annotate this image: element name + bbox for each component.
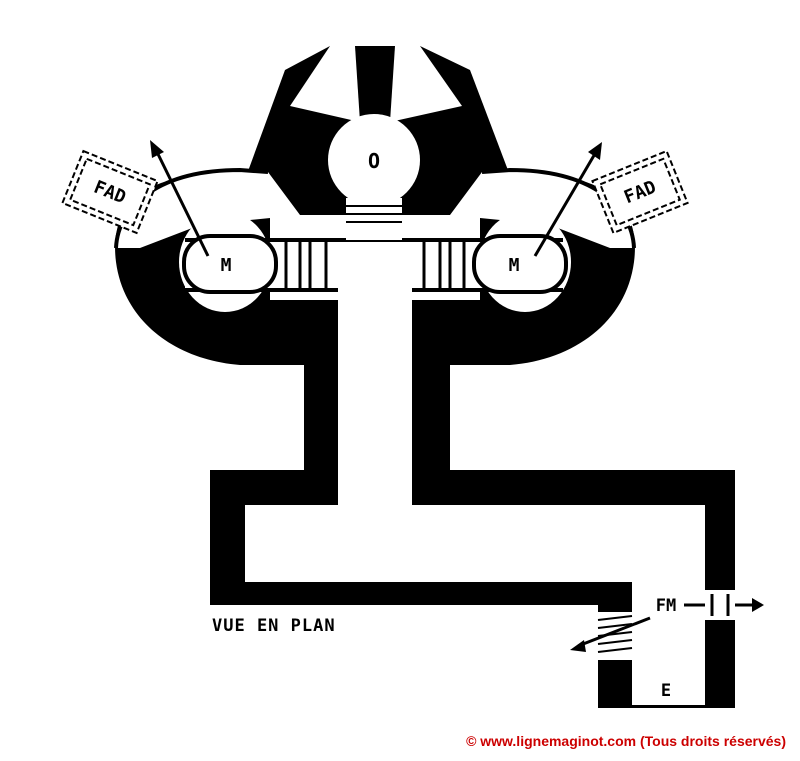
plan-caption: VUE EN PLAN — [212, 616, 336, 636]
label-mg-left: M — [221, 255, 232, 276]
observation-slot-right — [390, 46, 462, 122]
observation-dome — [328, 114, 420, 206]
right-fire-arrowhead — [588, 142, 602, 160]
label-entrance: E — [661, 681, 671, 701]
observation-slot-left — [290, 46, 360, 122]
horizontal-corridor — [245, 505, 705, 582]
left-fire-arrow — [154, 149, 210, 257]
observation-stair — [346, 198, 402, 240]
left-wing-front-white — [116, 170, 300, 248]
fm-embrasure — [705, 590, 735, 620]
fm-arrowhead-left — [570, 640, 586, 652]
left-gun-chamber — [182, 234, 278, 294]
gallery-doors-right — [422, 240, 466, 290]
fad-right-box — [591, 149, 689, 235]
label-mg-right: M — [509, 255, 520, 276]
label-fm: FM — [656, 596, 676, 616]
fm-arrow-left — [577, 616, 651, 648]
gallery-doors-left — [284, 240, 328, 290]
left-fire-arrowhead — [150, 140, 164, 158]
fm-embrasure-marks — [710, 594, 730, 616]
right-wing-front-white — [450, 170, 634, 248]
label-observation: O — [368, 149, 380, 173]
stair-steps — [346, 205, 402, 223]
vertical-corridor — [338, 285, 412, 520]
right-fire-arrow — [533, 151, 598, 257]
corridor-step-bottom — [566, 582, 612, 589]
corridor-step-top — [566, 498, 612, 505]
fm-arrowhead-right — [752, 598, 764, 612]
copyright-notice: © www.lignemaginot.com (Tous droits rése… — [466, 733, 786, 749]
right-gun-chamber — [472, 234, 568, 294]
fad-left-box — [61, 149, 159, 235]
